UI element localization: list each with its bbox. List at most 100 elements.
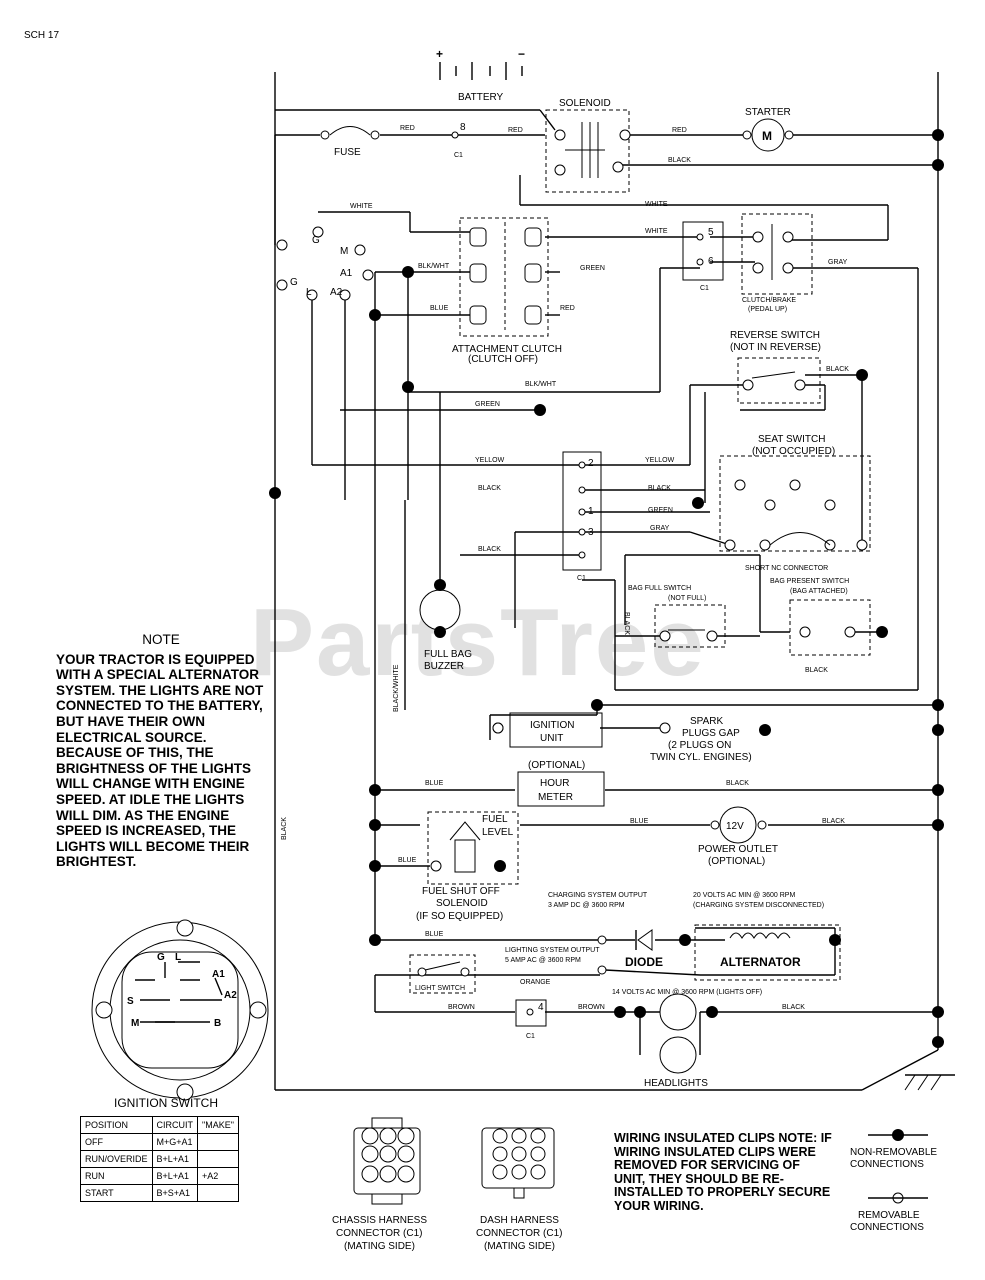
alternator-note: NOTE YOUR TRACTOR IS EQUIPPED WITH A SPE… — [56, 632, 266, 870]
volts-dc: 20 VOLTS AC MIN @ 3600 RPM (CHARGING SYS… — [693, 892, 824, 909]
svg-text:CONNECTIONS: CONNECTIONS — [850, 1222, 924, 1233]
svg-text:BLACK: BLACK — [668, 157, 691, 164]
svg-text:UNIT: UNIT — [540, 733, 563, 744]
connector-c1-pin4: 4 C1 — [515, 999, 547, 1040]
svg-text:3: 3 — [588, 527, 594, 538]
table-row: RUN/OVERIDE B+L+A1 — [80, 1150, 239, 1168]
svg-text:CHASSIS HARNESS: CHASSIS HARNESS — [332, 1215, 427, 1226]
svg-text:SOLENOID: SOLENOID — [559, 98, 611, 109]
svg-text:3 AMP DC @ 3600 RPM: 3 AMP DC @ 3600 RPM — [548, 902, 625, 909]
spark-plugs: SPARK PLUGS GAP (2 PLUGS ON TWIN CYL. EN… — [650, 716, 752, 763]
svg-text:RED: RED — [400, 125, 415, 132]
svg-text:ORANGE: ORANGE — [520, 979, 551, 986]
attachment-clutch: ATTACHMENT CLUTCH (CLUTCH OFF) — [452, 217, 562, 365]
ignition-switch-terminals: G M A1 G L A2 — [276, 226, 374, 301]
table-cell: RUN/OVERIDE — [80, 1150, 153, 1168]
table-cell — [197, 1184, 239, 1202]
seat-switch: SEAT SWITCH (NOT OCCUPIED) SHORT NC CONN… — [719, 434, 871, 572]
svg-text:L: L — [306, 287, 312, 298]
svg-text:BLACK: BLACK — [623, 612, 630, 635]
svg-text:SOLENOID: SOLENOID — [436, 898, 488, 909]
svg-text:BLUE: BLUE — [430, 305, 449, 312]
svg-text:BROWN: BROWN — [578, 1004, 605, 1011]
svg-text:GREEN: GREEN — [475, 401, 500, 408]
svg-text:(CLUTCH OFF): (CLUTCH OFF) — [468, 354, 538, 365]
svg-text:ATTACHMENT CLUTCH: ATTACHMENT CLUTCH — [452, 344, 562, 355]
fuel-shutoff-solenoid: FUEL SHUT OFF SOLENOID (IF SO EQUIPPED) — [416, 811, 519, 922]
svg-text:GRAY: GRAY — [828, 259, 848, 266]
svg-text:CHARGING SYSTEM OUTPUT: CHARGING SYSTEM OUTPUT — [548, 892, 648, 899]
table-cell: B+L+A1 — [151, 1150, 199, 1168]
svg-text:(BAG ATTACHED): (BAG ATTACHED) — [790, 588, 848, 595]
svg-text:(IF SO EQUIPPED): (IF SO EQUIPPED) — [416, 911, 503, 922]
svg-text:(CHARGING SYSTEM DISCONNECTED): (CHARGING SYSTEM DISCONNECTED) — [693, 902, 824, 909]
svg-text:(PEDAL UP): (PEDAL UP) — [748, 306, 787, 313]
table-cell: RUN — [80, 1167, 153, 1185]
svg-text:BLUE: BLUE — [630, 818, 649, 825]
svg-text:GREEN: GREEN — [648, 507, 673, 514]
svg-text:SHORT NC CONNECTOR: SHORT NC CONNECTOR — [745, 565, 828, 572]
table-header-row: POSITION CIRCUIT "MAKE" — [80, 1116, 239, 1134]
svg-text:5 AMP AC @ 3600 RPM: 5 AMP AC @ 3600 RPM — [505, 957, 581, 964]
svg-text:G: G — [312, 235, 320, 246]
table-cell — [197, 1150, 239, 1168]
table-header: CIRCUIT — [151, 1116, 199, 1134]
starter-motor: M STARTER — [742, 107, 794, 152]
svg-text:BAG FULL SWITCH: BAG FULL SWITCH — [628, 585, 691, 592]
svg-text:IGNITION: IGNITION — [530, 720, 574, 731]
bag-full-switch: BAG FULL SWITCH (NOT FULL) — [628, 585, 726, 648]
bus-wires — [274, 72, 955, 1091]
svg-text:LIGHT SWITCH: LIGHT SWITCH — [415, 985, 465, 992]
svg-text:BLUE: BLUE — [425, 780, 444, 787]
svg-text:8: 8 — [460, 122, 466, 133]
fuel-level: FUEL LEVEL — [482, 814, 514, 838]
svg-text:GRAY: GRAY — [650, 525, 670, 532]
fuse: FUSE — [320, 126, 380, 158]
full-bag-buzzer: FULL BAG BUZZER — [419, 589, 472, 672]
svg-text:C1: C1 — [526, 1033, 535, 1040]
table-cell: B+L+A1 — [151, 1167, 199, 1185]
svg-text:REMOVABLE: REMOVABLE — [858, 1210, 920, 1221]
svg-text:14 VOLTS AC MIN @ 3600 RPM (LI: 14 VOLTS AC MIN @ 3600 RPM (LIGHTS OFF) — [612, 989, 762, 996]
svg-text:IGNITION SWITCH: IGNITION SWITCH — [114, 1096, 218, 1110]
svg-text:(OPTIONAL): (OPTIONAL) — [528, 760, 585, 771]
light-switch: LIGHT SWITCH — [409, 954, 476, 994]
svg-text:1: 1 — [588, 506, 594, 517]
svg-text:G: G — [290, 277, 298, 288]
table-cell: M+G+A1 — [151, 1133, 199, 1151]
svg-text:SPARK: SPARK — [690, 716, 723, 727]
svg-text:(NOT OCCUPIED): (NOT OCCUPIED) — [752, 446, 835, 457]
svg-text:ALTERNATOR: ALTERNATOR — [720, 955, 801, 969]
svg-text:M: M — [762, 129, 772, 143]
svg-text:FULL BAG: FULL BAG — [424, 649, 472, 660]
svg-text:BLACK: BLACK — [805, 667, 828, 674]
svg-text:BLUE: BLUE — [398, 857, 417, 864]
svg-text:YELLOW: YELLOW — [645, 457, 675, 464]
svg-text:BLUE: BLUE — [425, 931, 444, 938]
svg-text:HOUR: HOUR — [540, 778, 569, 789]
svg-text:BLACK: BLACK — [478, 546, 501, 553]
svg-text:PLUGS GAP: PLUGS GAP — [682, 728, 740, 739]
hour-meter: (OPTIONAL) HOUR METER — [517, 760, 605, 807]
svg-text:BLACK: BLACK — [648, 485, 671, 492]
svg-text:BLACK/WHITE: BLACK/WHITE — [393, 664, 400, 712]
svg-text:CONNECTOR (C1): CONNECTOR (C1) — [336, 1228, 422, 1239]
svg-text:NON-REMOVABLE: NON-REMOVABLE — [850, 1147, 937, 1158]
table-row: OFF M+G+A1 — [80, 1133, 239, 1151]
chassis-harness-connector: CHASSIS HARNESS CONNECTOR (C1) (MATING S… — [332, 1117, 427, 1252]
svg-text:DASH HARNESS: DASH HARNESS — [480, 1215, 559, 1226]
svg-text:WHITE: WHITE — [350, 203, 373, 210]
non-removable-connections — [269, 129, 944, 1141]
svg-text:LEVEL: LEVEL — [482, 827, 514, 838]
table-cell: B+S+A1 — [151, 1184, 199, 1202]
table-header: POSITION — [80, 1116, 153, 1134]
svg-text:BLACK: BLACK — [782, 1004, 805, 1011]
ignition-unit: IGNITION UNIT — [492, 712, 671, 748]
svg-text:BATTERY: BATTERY — [458, 92, 504, 103]
svg-text:2: 2 — [588, 458, 594, 469]
svg-text:REVERSE SWITCH: REVERSE SWITCH — [730, 330, 820, 341]
reverse-switch: REVERSE SWITCH (NOT IN REVERSE) — [730, 330, 821, 404]
svg-text:YELLOW: YELLOW — [475, 457, 505, 464]
legend: NON-REMOVABLE CONNECTIONS REMOVABLE CONN… — [850, 1134, 937, 1233]
svg-text:BROWN: BROWN — [448, 1004, 475, 1011]
